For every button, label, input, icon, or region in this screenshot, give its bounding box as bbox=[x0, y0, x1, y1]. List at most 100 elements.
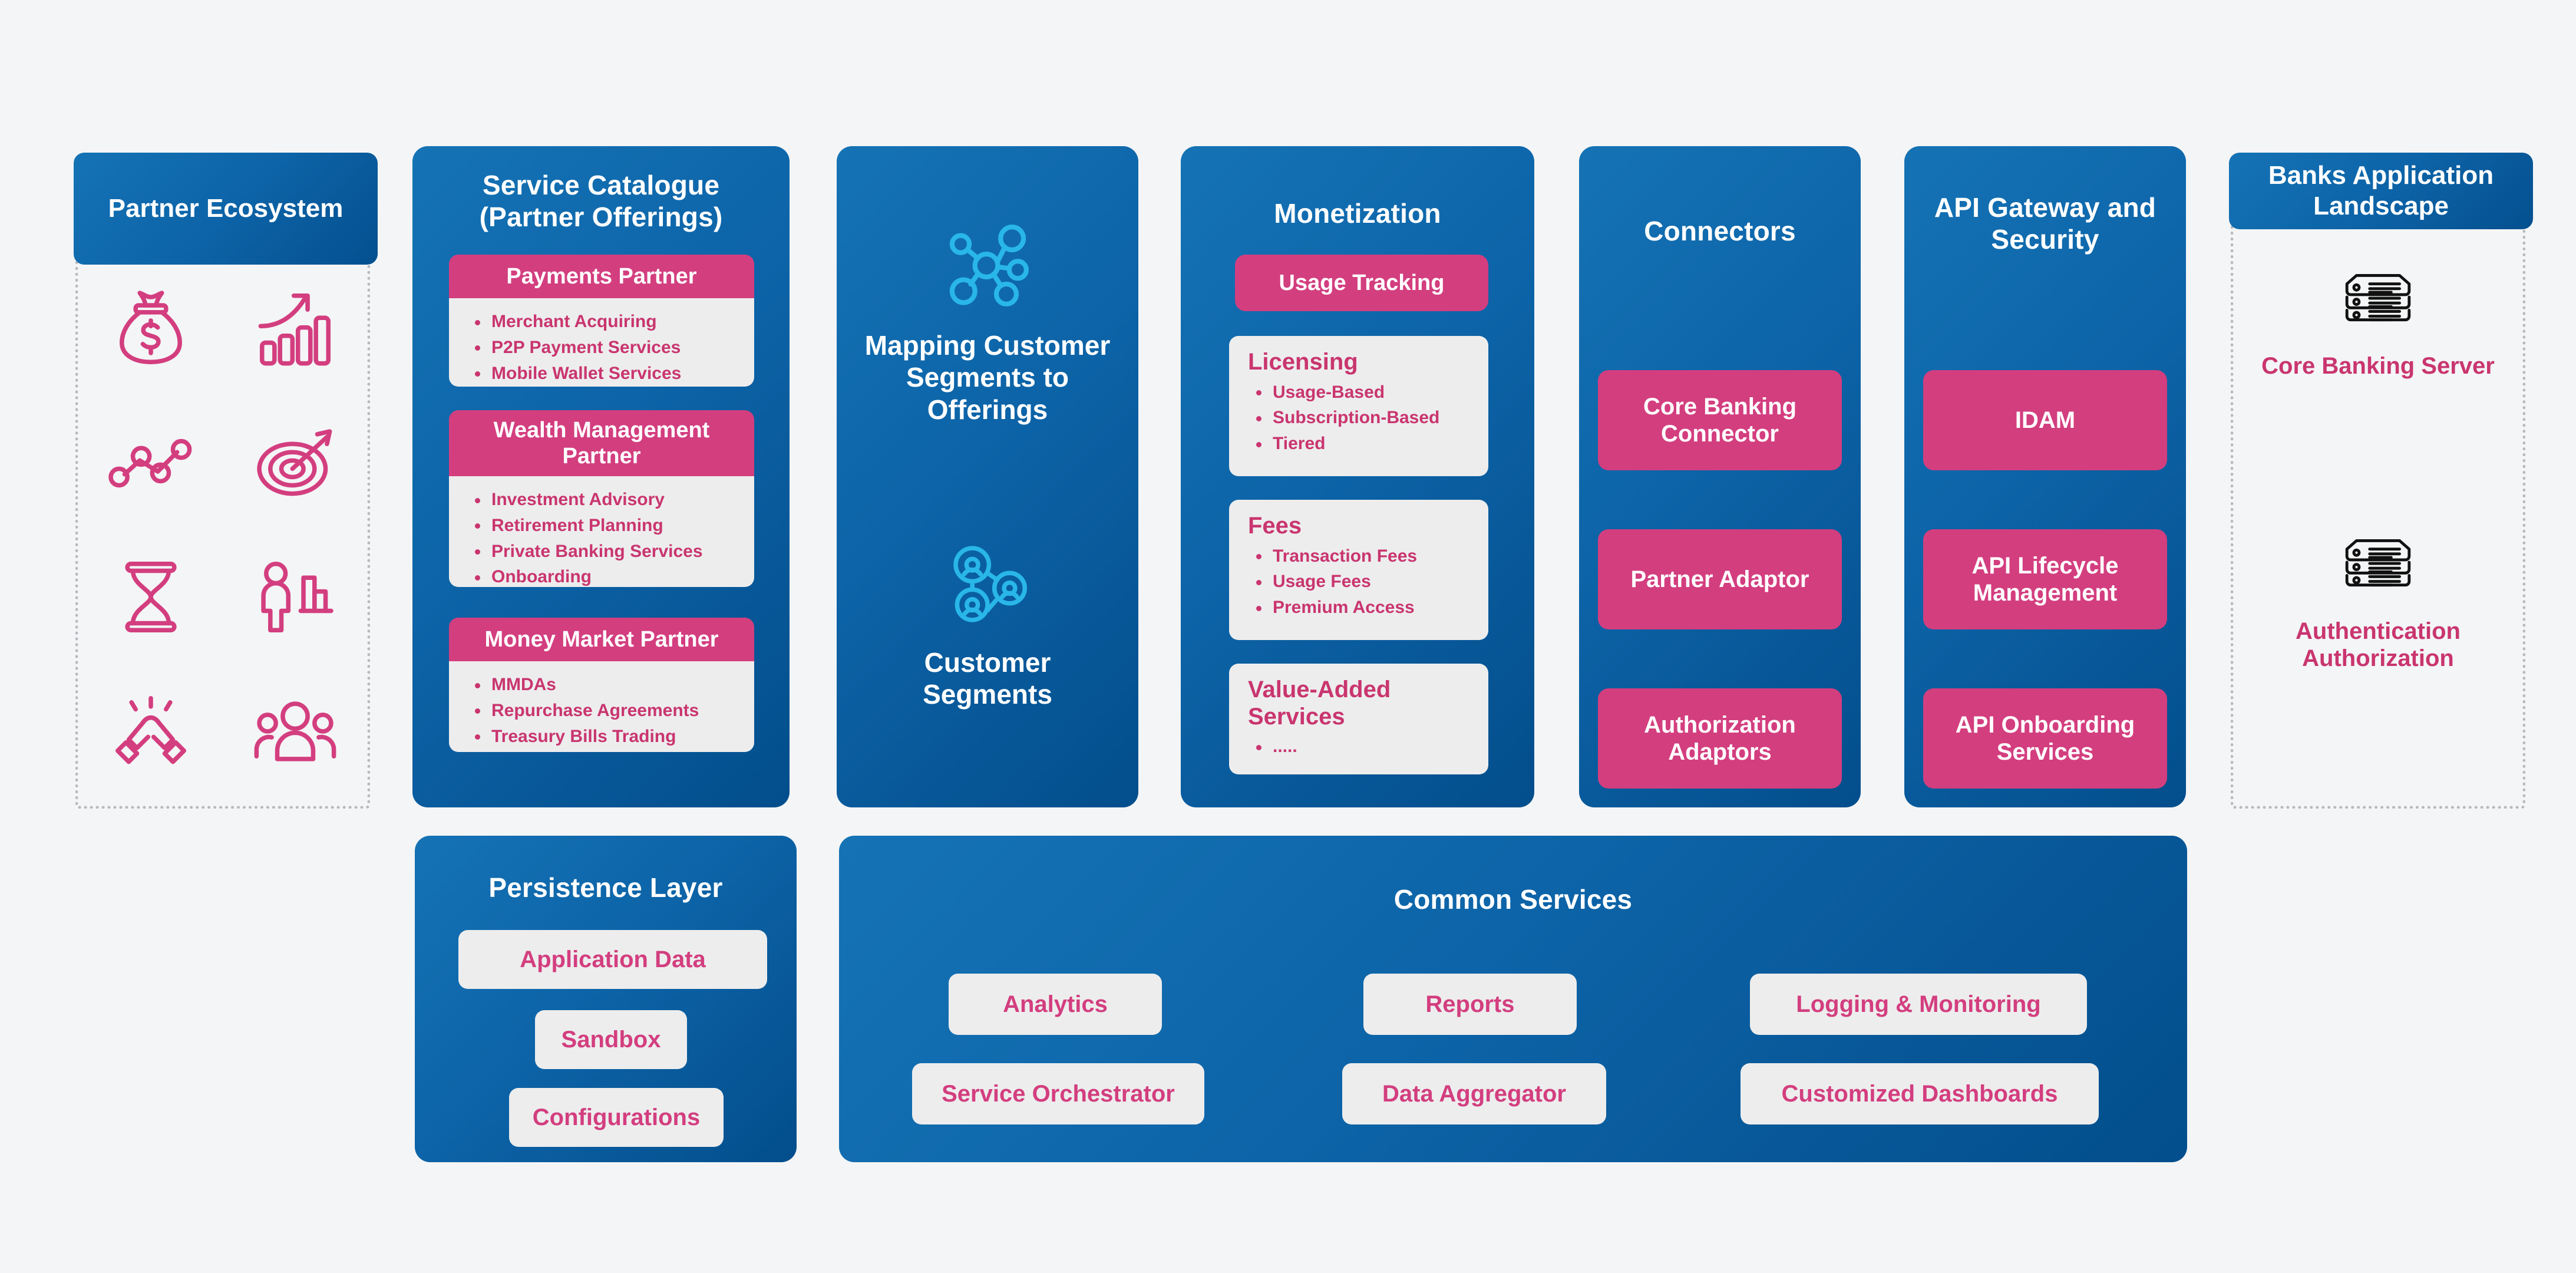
usage-tracking-button[interactable]: Usage Tracking bbox=[1235, 255, 1488, 311]
application-data-chip[interactable]: Application Data bbox=[458, 930, 767, 989]
persistence-layer-panel: Persistence Layer Application Data Sandb… bbox=[415, 836, 797, 1162]
list-item: P2P Payment Services bbox=[467, 335, 754, 361]
api-lifecycle-management-box[interactable]: API Lifecycle Management bbox=[1923, 529, 2167, 629]
core-banking-connector-box[interactable]: Core Banking Connector bbox=[1598, 370, 1842, 470]
api-onboarding-services-label: API Onboarding Services bbox=[1955, 711, 2135, 765]
service-orchestrator-label: Service Orchestrator bbox=[942, 1080, 1175, 1107]
list-item: Mobile Wallet Services bbox=[467, 361, 754, 387]
common-services-title-text: Common Services bbox=[1393, 884, 1633, 915]
partner-adaptor-box[interactable]: Partner Adaptor bbox=[1598, 529, 1842, 629]
customer-segments-label: Customer Segments bbox=[923, 647, 1052, 710]
connectors-panel: Connectors Core Banking Connector Partne… bbox=[1579, 146, 1861, 807]
payments-partner-body: Merchant Acquiring P2P Payment Services … bbox=[449, 298, 754, 387]
fees-heading: Fees bbox=[1248, 513, 1302, 539]
mapping-block-offerings: Mapping Customer Segments to Offerings bbox=[837, 220, 1138, 426]
money-market-partner-label: Money Market Partner bbox=[484, 626, 719, 652]
fees-list: Transaction Fees Usage Fees Premium Acce… bbox=[1248, 543, 1488, 621]
list-item: Usage-Based bbox=[1248, 380, 1488, 405]
idam-box[interactable]: IDAM bbox=[1923, 370, 2167, 470]
api-onboarding-services-box[interactable]: API Onboarding Services bbox=[1923, 688, 2167, 789]
authentication-authorization-item: Authentication Authorization bbox=[2234, 523, 2522, 672]
trend-line-nodes-icon bbox=[107, 419, 195, 510]
list-item: Merchant Acquiring bbox=[467, 309, 754, 335]
people-group-icon bbox=[251, 687, 339, 779]
partner-ecosystem-header: Partner Ecosystem bbox=[74, 153, 378, 265]
application-data-label: Application Data bbox=[520, 946, 706, 972]
core-banking-server-label: Core Banking Server bbox=[2261, 353, 2495, 379]
server-stack-icon bbox=[2340, 523, 2416, 602]
api-lifecycle-management-label: API Lifecycle Management bbox=[1971, 552, 2119, 606]
banks-landscape-header: Banks Application Landscape bbox=[2229, 153, 2533, 229]
list-item: Private Banking Services bbox=[467, 539, 754, 565]
configurations-label: Configurations bbox=[532, 1104, 701, 1130]
mapping-offerings-label: Mapping Customer Segments to Offerings bbox=[864, 330, 1111, 425]
mapping-panel: Mapping Customer Segments to Offerings C… bbox=[837, 146, 1138, 807]
reports-chip[interactable]: Reports bbox=[1363, 974, 1577, 1035]
authentication-authorization-label: Authentication Authorization bbox=[2296, 618, 2461, 672]
wealth-management-partner-list: Investment Advisory Retirement Planning … bbox=[467, 487, 754, 590]
list-item: Transaction Fees bbox=[1248, 543, 1488, 569]
common-services-panel: Common Services Analytics Reports Loggin… bbox=[839, 836, 2187, 1162]
monetization-title-text: Monetization bbox=[1274, 198, 1441, 229]
common-services-title: Common Services bbox=[839, 884, 2187, 916]
payments-partner-header[interactable]: Payments Partner bbox=[449, 255, 754, 298]
customer-segments-network-icon bbox=[943, 540, 1032, 631]
idam-label: IDAM bbox=[2014, 407, 2076, 433]
partner-adaptor-label: Partner Adaptor bbox=[1630, 566, 1809, 592]
money-bag-icon bbox=[107, 285, 195, 376]
monetization-panel: Monetization Usage Tracking Licensing Us… bbox=[1181, 146, 1534, 807]
value-added-services-list: ..... bbox=[1248, 734, 1488, 760]
hourglass-icon bbox=[107, 553, 195, 644]
banks-landscape-column: Banks Application Landscape Core Banking… bbox=[2229, 153, 2533, 809]
api-gateway-title-text: API Gateway and Security bbox=[1934, 192, 2156, 255]
wealth-management-partner-header[interactable]: Wealth Management Partner bbox=[449, 410, 754, 476]
analytics-chip[interactable]: Analytics bbox=[949, 974, 1162, 1035]
server-stack-icon bbox=[2340, 258, 2416, 337]
licensing-heading: Licensing bbox=[1248, 349, 1358, 375]
api-gateway-title: API Gateway and Security bbox=[1915, 192, 2175, 256]
partner-ecosystem-icon-grid bbox=[78, 281, 367, 782]
data-aggregator-chip[interactable]: Data Aggregator bbox=[1342, 1063, 1606, 1124]
payments-partner-list: Merchant Acquiring P2P Payment Services … bbox=[467, 309, 754, 386]
configurations-chip[interactable]: Configurations bbox=[509, 1088, 724, 1147]
usage-tracking-label: Usage Tracking bbox=[1279, 270, 1445, 295]
wealth-management-partner-label: Wealth Management Partner bbox=[493, 417, 710, 469]
customized-dashboards-chip[interactable]: Customized Dashboards bbox=[1741, 1063, 2099, 1124]
list-item: Usage Fees bbox=[1248, 569, 1488, 595]
connectors-title: Connectors bbox=[1590, 216, 1850, 248]
analytics-label: Analytics bbox=[1003, 991, 1108, 1017]
list-item: Repurchase Agreements bbox=[467, 698, 754, 724]
data-aggregator-label: Data Aggregator bbox=[1382, 1080, 1566, 1107]
money-market-partner-header[interactable]: Money Market Partner bbox=[449, 618, 754, 661]
logging-monitoring-label: Logging & Monitoring bbox=[1796, 991, 2041, 1017]
monetization-title: Monetization bbox=[1193, 198, 1523, 230]
payments-partner-label: Payments Partner bbox=[506, 263, 697, 289]
api-gateway-panel: API Gateway and Security IDAM API Lifecy… bbox=[1904, 146, 2186, 807]
list-item: Premium Access bbox=[1248, 595, 1488, 621]
value-added-services-card: Value-Added Services ..... bbox=[1229, 664, 1488, 774]
persistence-layer-title: Persistence Layer bbox=[427, 872, 785, 904]
money-market-partner-body: MMDAs Repurchase Agreements Treasury Bil… bbox=[449, 661, 754, 752]
target-arrow-icon bbox=[251, 419, 339, 510]
customized-dashboards-label: Customized Dashboards bbox=[1781, 1080, 2058, 1107]
sandbox-label: Sandbox bbox=[561, 1026, 661, 1053]
authorization-adaptors-box[interactable]: Authorization Adaptors bbox=[1598, 688, 1842, 789]
service-orchestrator-chip[interactable]: Service Orchestrator bbox=[912, 1063, 1204, 1124]
sandbox-chip[interactable]: Sandbox bbox=[535, 1010, 687, 1069]
service-catalogue-panel: Service Catalogue (Partner Offerings) Pa… bbox=[412, 146, 790, 807]
list-item: Treasury Bills Trading bbox=[467, 724, 754, 750]
list-item: Tiered bbox=[1248, 431, 1488, 457]
network-hub-icon bbox=[942, 220, 1033, 314]
banks-landscape-title: Banks Application Landscape bbox=[2268, 161, 2494, 220]
core-banking-server-item: Core Banking Server bbox=[2234, 258, 2522, 380]
partner-ecosystem-column: Partner Ecosystem bbox=[74, 153, 378, 809]
service-catalogue-title-text: Service Catalogue (Partner Offerings) bbox=[479, 170, 723, 232]
persistence-layer-title-text: Persistence Layer bbox=[488, 872, 723, 903]
logging-monitoring-chip[interactable]: Logging & Monitoring bbox=[1750, 974, 2087, 1035]
wealth-management-partner-body: Investment Advisory Retirement Planning … bbox=[449, 476, 754, 587]
list-item: Onboarding bbox=[467, 564, 754, 590]
growth-bar-chart-arrow-icon bbox=[251, 285, 339, 376]
connectors-title-text: Connectors bbox=[1644, 216, 1796, 246]
fees-card: Fees Transaction Fees Usage Fees Premium… bbox=[1229, 500, 1488, 640]
